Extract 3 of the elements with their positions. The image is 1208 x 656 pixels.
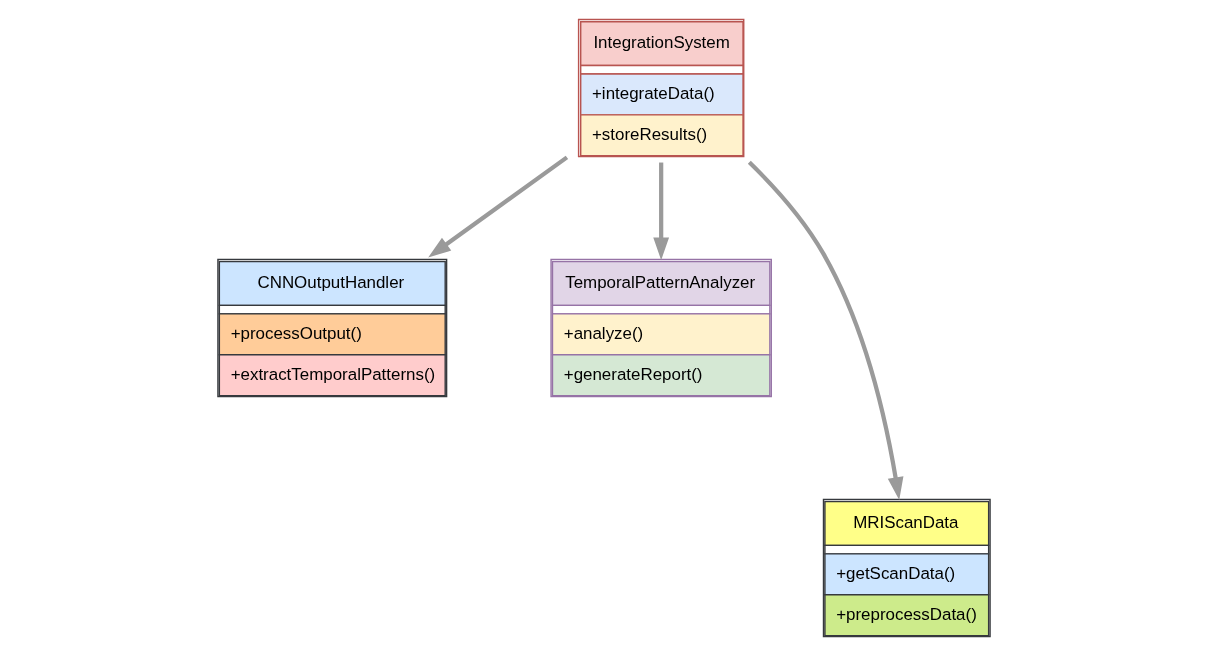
arrow: [653, 162, 670, 261]
arrow: [747, 160, 904, 500]
arrow: [428, 155, 569, 258]
